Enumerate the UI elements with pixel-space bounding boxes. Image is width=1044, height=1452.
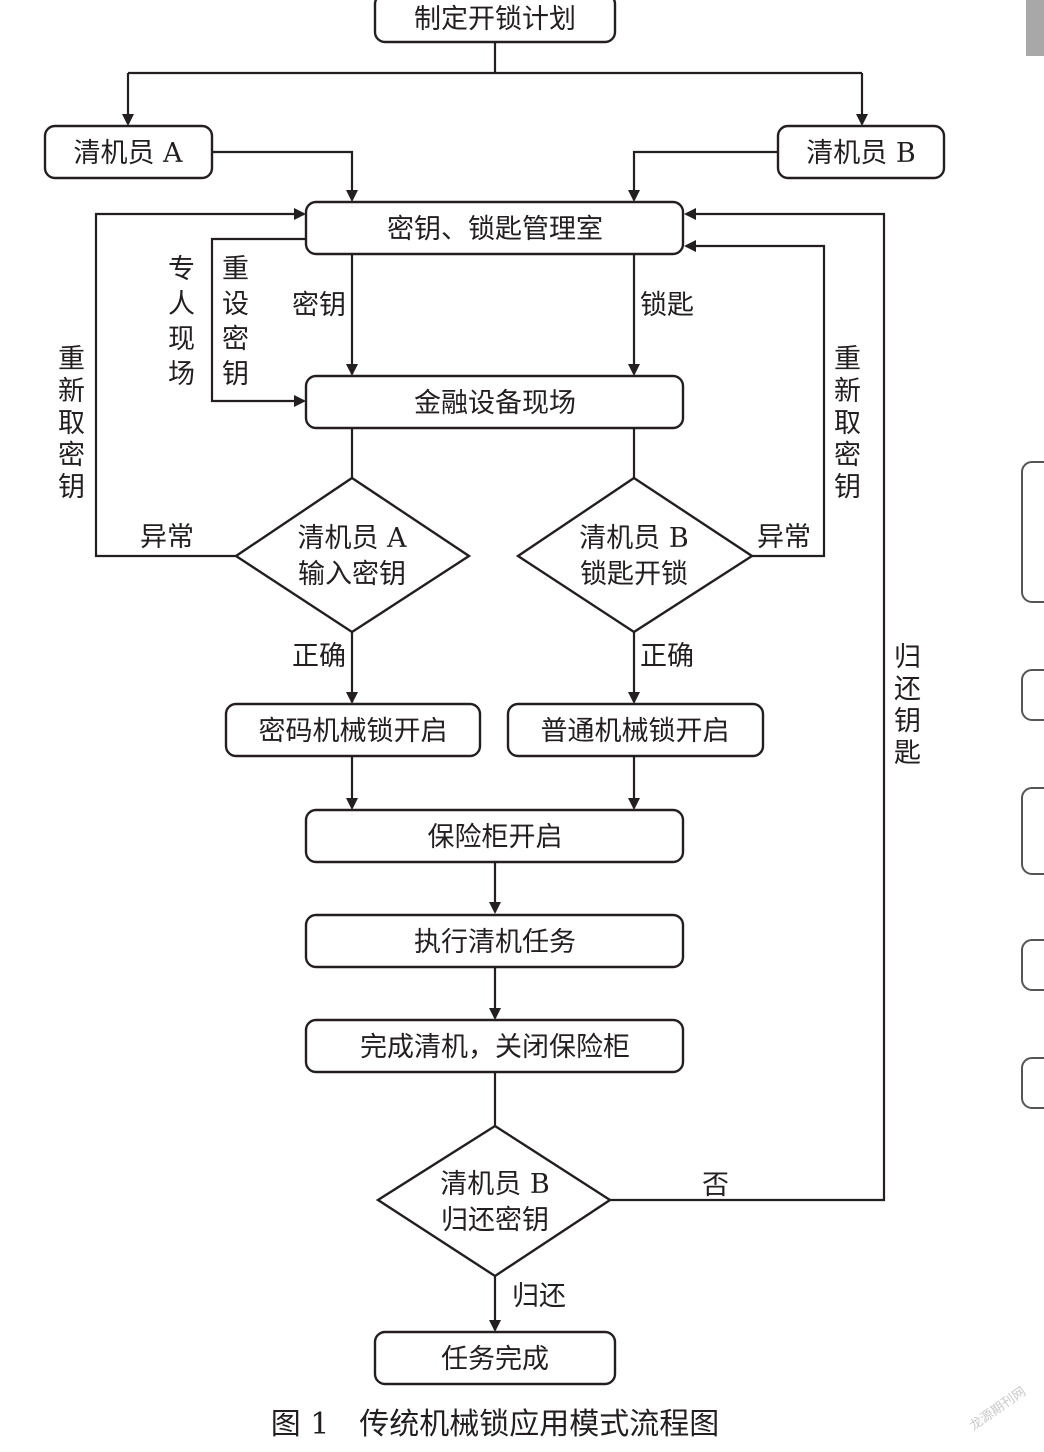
edge-labels: 密钥 锁匙 重 设 密 钥 专 人 现 场 重 新 取 密 钥 重 新 取 密 … [58, 254, 921, 1312]
decision-a-input: 清机员 A 输入密钥 [233, 476, 472, 634]
node-key-room: 密钥、锁匙管理室 [304, 200, 685, 256]
node-key-room-label: 密钥、锁匙管理室 [387, 214, 603, 245]
label-reset-key-char: 设 [222, 289, 249, 320]
page-edge-card [1021, 461, 1044, 603]
node-done-label: 任务完成 [441, 1344, 549, 1375]
label-refetch-right-char: 取 [834, 408, 861, 439]
label-dedicated-site-char: 专 [168, 254, 195, 285]
page-edge-card [1021, 787, 1044, 875]
label-refetch-left-char: 密 [58, 440, 85, 471]
page-edge-strip [1026, 0, 1044, 56]
decision-b-unlock-line1: 清机员 B [579, 523, 688, 554]
decision-b-return-line1: 清机员 B [440, 1169, 549, 1200]
label-reset-key-char: 重 [222, 254, 249, 285]
connectors [94, 42, 886, 1332]
node-done: 任务完成 [373, 1330, 617, 1386]
label-dedicated-site-char: 现 [168, 324, 195, 355]
decision-a-input-line2: 输入密钥 [298, 559, 406, 590]
node-combo-lock-open: 密码机械锁开启 [224, 702, 482, 758]
decision-b-return: 清机员 B 归还密钥 [375, 1124, 613, 1278]
arrow-left-refetch-loop [94, 208, 306, 558]
label-refetch-right-char: 钥 [834, 472, 861, 503]
watermark: 龙源期刊网 [967, 1384, 1029, 1434]
decision-a-input-line1: 清机员 A [297, 523, 407, 554]
node-site: 金融设备现场 [304, 374, 685, 430]
page-edge-card [1021, 939, 1044, 991]
node-combo-lock-open-label: 密码机械锁开启 [259, 716, 448, 747]
arrow-return-key-loop [610, 208, 886, 1202]
connector-plan-split [128, 42, 862, 75]
label-returned: 归还 [512, 1281, 566, 1312]
decision-b-unlock-line2: 锁匙开锁 [580, 559, 688, 590]
page-edge-fragments [1021, 0, 1044, 1109]
label-return-key-char: 匙 [894, 738, 921, 769]
node-normal-lock-open: 普通机械锁开启 [506, 702, 765, 758]
decision-b-return-line2: 归还密钥 [441, 1205, 549, 1236]
decision-b-unlock: 清机员 B 锁匙开锁 [515, 476, 755, 634]
label-dedicated-site-char: 人 [168, 289, 195, 320]
node-execute-task-label: 执行清机任务 [414, 927, 576, 958]
label-key: 密钥 [292, 290, 346, 321]
arrow-a-to-key-room [212, 150, 358, 202]
label-return-key-char: 钥 [894, 706, 921, 737]
arrow-b-to-key-room [628, 150, 778, 202]
label-return-key-char: 归 [894, 642, 921, 673]
page-edge-card [1021, 1057, 1044, 1109]
figure-caption: 图 1 传统机械锁应用模式流程图 [271, 1407, 720, 1442]
label-abnormal-right: 异常 [757, 522, 811, 553]
label-abnormal-left: 异常 [140, 522, 194, 553]
node-cleaner-a: 清机员 A [43, 124, 214, 180]
label-refetch-left-char: 取 [58, 408, 85, 439]
label-lock-key: 锁匙 [640, 290, 694, 321]
node-finish-close-label: 完成清机，关闭保险柜 [360, 1032, 630, 1063]
node-finish-close: 完成清机，关闭保险柜 [304, 1018, 685, 1074]
label-dedicated-site-char: 场 [168, 359, 195, 390]
label-correct-right: 正确 [640, 641, 694, 672]
page-edge-card [1021, 669, 1044, 721]
label-refetch-left-char: 新 [58, 376, 85, 407]
node-execute-task: 执行清机任务 [304, 913, 685, 969]
node-plan-label: 制定开锁计划 [414, 4, 576, 35]
label-reset-key-char: 钥 [222, 359, 249, 390]
label-refetch-left-char: 钥 [58, 472, 85, 503]
node-plan: 制定开锁计划 [373, 0, 617, 44]
node-cleaner-b: 清机员 B [776, 124, 946, 180]
node-cleaner-a-label: 清机员 A [73, 138, 183, 169]
node-safe-open-label: 保险柜开启 [428, 822, 563, 853]
label-no: 否 [702, 1170, 729, 1201]
label-correct-left: 正确 [292, 641, 346, 672]
node-normal-lock-open-label: 普通机械锁开启 [541, 716, 730, 747]
label-return-key-char: 还 [894, 674, 921, 705]
label-refetch-right-char: 重 [834, 344, 861, 375]
arrow-right-refetch-loop [684, 240, 826, 558]
label-reset-key-char: 密 [222, 324, 249, 355]
node-cleaner-b-label: 清机员 B [806, 138, 915, 169]
node-safe-open: 保险柜开启 [304, 808, 685, 864]
arrow-reset-key-loop [210, 237, 306, 407]
label-refetch-right-char: 密 [834, 440, 861, 471]
label-refetch-left-char: 重 [58, 344, 85, 375]
node-site-label: 金融设备现场 [414, 388, 576, 419]
label-refetch-right-char: 新 [834, 376, 861, 407]
